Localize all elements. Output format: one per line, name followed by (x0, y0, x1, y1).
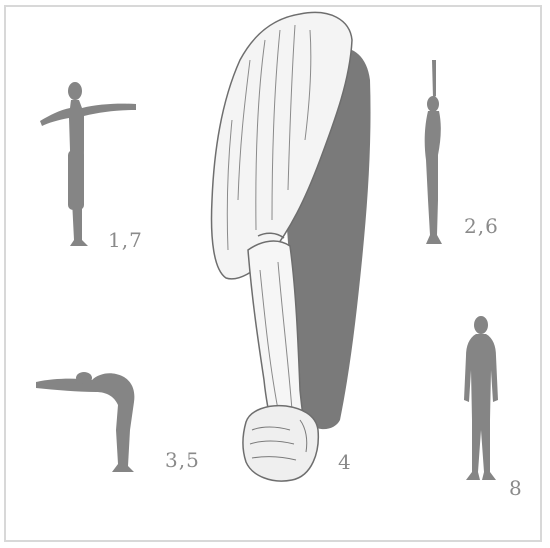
pose-label-1-7: 1,7 (108, 228, 143, 252)
standing-figure-icon (464, 316, 498, 480)
arms-up-standing-figure-icon (425, 60, 442, 244)
pose-label-4: 4 (338, 450, 352, 474)
forward-fold-illustration-icon (212, 12, 371, 481)
pose-label-3-5: 3,5 (165, 448, 200, 472)
arms-out-standing-figure-icon (40, 82, 136, 246)
pose-label-2-6: 2,6 (464, 214, 499, 238)
bending-forward-figure-icon (36, 372, 134, 472)
pose-label-8: 8 (509, 476, 523, 500)
